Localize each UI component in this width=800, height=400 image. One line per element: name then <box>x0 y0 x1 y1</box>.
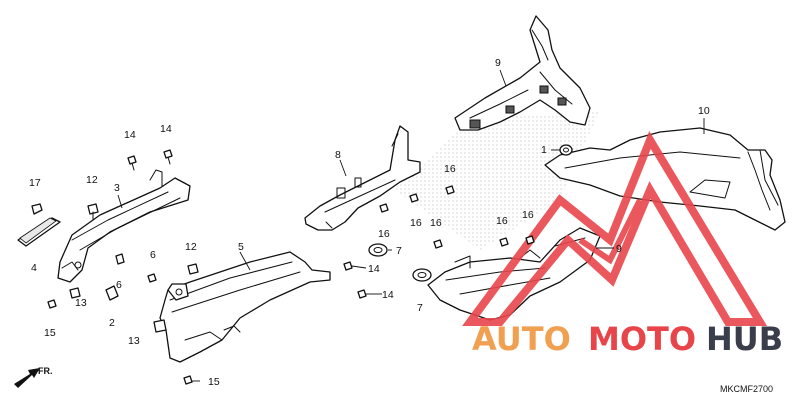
callout-16b: 16 <box>378 228 390 240</box>
callout-7b: 7 <box>417 302 423 314</box>
part-4-pad <box>17 217 61 247</box>
arrow-icon <box>14 368 40 388</box>
callout-16f: 16 <box>522 209 534 221</box>
callout-12b: 12 <box>185 241 197 253</box>
part-8-trim <box>454 15 591 131</box>
callout-16d: 16 <box>430 217 442 229</box>
callout-labels: 9 10 1 8 9 5 3 17 12 14 14 4 6 13 2 15 6… <box>29 57 710 388</box>
callout-16c: 16 <box>410 217 422 229</box>
watermark-brand-left: AUTO <box>472 320 571 358</box>
watermark-brand-mid: MOTO <box>588 320 696 358</box>
callout-16e: 16 <box>496 215 508 227</box>
callout-10: 10 <box>698 105 710 117</box>
callout-3: 3 <box>114 182 120 194</box>
callout-11: 9 <box>616 243 622 255</box>
callout-5: 5 <box>238 241 244 253</box>
callout-14d: 14 <box>382 289 394 301</box>
watermark-text: AUTO MOTO HUB <box>472 320 783 358</box>
callout-7a: 7 <box>396 245 402 257</box>
callout-16a: 16 <box>444 163 456 175</box>
direction-label: FR. <box>38 366 53 376</box>
callout-8: 9 <box>495 57 501 69</box>
diagram-code: MKCMF2700 <box>720 384 773 394</box>
callout-6a: 6 <box>116 279 122 291</box>
part-10-cover <box>544 127 786 231</box>
part-3-bracket <box>57 169 191 283</box>
part-5-cover <box>159 251 331 363</box>
watermark-logo <box>462 131 768 326</box>
callout-4: 4 <box>31 262 37 274</box>
watermark-brand-right: HUB <box>706 320 783 358</box>
callout-17: 17 <box>29 177 41 189</box>
callout-14b: 14 <box>160 123 172 135</box>
callout-13b: 13 <box>128 335 140 347</box>
callout-12a: 12 <box>86 174 98 186</box>
callout-15a: 15 <box>44 327 56 339</box>
shading-texture <box>395 110 600 250</box>
callout-15b: 15 <box>208 376 220 388</box>
part-9-bracket <box>304 125 421 231</box>
callout-2: 2 <box>109 317 115 329</box>
callout-14c: 14 <box>368 263 380 275</box>
fasteners <box>31 144 573 385</box>
callout-14a: 14 <box>124 129 136 141</box>
leader-lines <box>117 69 705 382</box>
front-direction-indicator: FR. <box>14 366 53 388</box>
callout-1: 1 <box>541 144 547 156</box>
callout-13a: 13 <box>75 297 87 309</box>
callout-9: 8 <box>335 149 341 161</box>
callout-6b: 6 <box>150 249 156 261</box>
